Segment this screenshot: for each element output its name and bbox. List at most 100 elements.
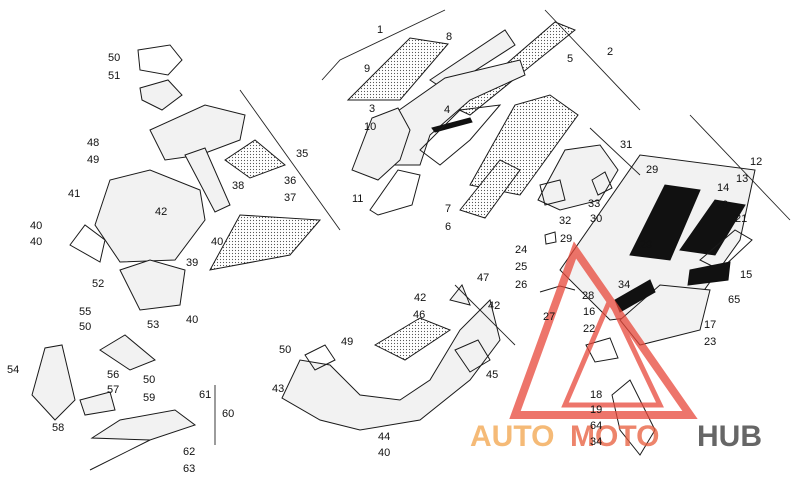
callout-number: 65 — [728, 294, 740, 306]
part-56-cover — [99, 334, 156, 371]
part-4-inner — [419, 104, 502, 166]
callout-number: 64 — [590, 420, 602, 432]
part-52-cover — [139, 79, 183, 111]
callout-number: 50 — [279, 344, 291, 356]
part-4-hood — [384, 59, 526, 166]
part-18-lower — [611, 379, 656, 456]
part-38-bracket — [184, 147, 231, 213]
callout-number: 21 — [735, 213, 747, 225]
callout-number: 58 — [52, 422, 64, 434]
part-37-panel — [209, 214, 322, 271]
leader-lines — [214, 9, 791, 445]
part-46-side — [454, 339, 491, 373]
part-22-bracket — [585, 337, 619, 363]
part-32-bracket — [539, 179, 566, 206]
callout-number: 5 — [567, 53, 573, 65]
callout-number: 16 — [583, 306, 595, 318]
callout-number: 39 — [186, 257, 198, 269]
callout-number: 4 — [444, 104, 450, 116]
callout-number: 35 — [296, 148, 308, 160]
callout-number: 40 — [378, 447, 390, 459]
part-14-decal — [679, 199, 746, 256]
callout-number: 22 — [583, 323, 595, 335]
part-64-rod — [89, 439, 151, 471]
callout-number: 38 — [232, 180, 244, 192]
lower-left-parts — [31, 334, 197, 471]
part-44-pan — [281, 299, 501, 431]
part-58-block — [79, 391, 116, 416]
callout-number: 40 — [211, 236, 223, 248]
callout-number: 7 — [445, 203, 451, 215]
part-55-panel — [31, 344, 76, 421]
front-fairing-assembly — [69, 44, 322, 311]
callout-number: 62 — [183, 446, 195, 458]
part-39-body — [94, 169, 206, 263]
callout-number: 26 — [515, 279, 527, 291]
part-41-side — [69, 224, 106, 263]
part-48-clip — [449, 284, 471, 306]
callout-number: 13 — [736, 173, 748, 185]
callout-number: 45 — [486, 369, 498, 381]
part-3-sidepanel — [351, 107, 411, 181]
callout-number: 18 — [590, 389, 602, 401]
callout-number: 47 — [477, 272, 489, 284]
callout-number: 54 — [7, 364, 19, 376]
part-35-nose — [149, 104, 246, 161]
callout-number: 28 — [582, 290, 594, 302]
callout-number: 40 — [186, 314, 198, 326]
callout-number: 29 — [560, 233, 572, 245]
callout-number: 53 — [147, 319, 159, 331]
callout-number: 40 — [30, 220, 42, 232]
belly-pan-assembly — [281, 284, 501, 431]
callout-number: 2 — [607, 46, 613, 58]
callout-number: 40 — [30, 236, 42, 248]
watermark-moto: MOTO — [570, 420, 659, 453]
callout-number: 60 — [222, 408, 234, 420]
callout-number: 32 — [559, 215, 571, 227]
callout-number: 42 — [414, 292, 426, 304]
part-36-panel — [224, 139, 286, 179]
callout-number: 3 — [369, 103, 375, 115]
callout-number: 44 — [378, 431, 390, 443]
callout-number: 63 — [183, 463, 195, 475]
callout-number: 50 — [79, 321, 91, 333]
callout-number: 49 — [87, 154, 99, 166]
callout-number: 14 — [717, 182, 729, 194]
callout-number: 46 — [413, 309, 425, 321]
part-50-mount — [304, 344, 336, 371]
callout-number: 10 — [364, 121, 376, 133]
callout-number: 43 — [272, 383, 284, 395]
callout-number: 23 — [704, 336, 716, 348]
callout-number: 48 — [87, 137, 99, 149]
callout-number: 34 — [590, 436, 602, 448]
callout-number: 56 — [107, 369, 119, 381]
callout-number: 59 — [143, 392, 155, 404]
part-47-pad — [373, 317, 452, 361]
callout-number: 31 — [620, 139, 632, 151]
callout-number: 42 — [155, 206, 167, 218]
watermark-auto: AUTO — [470, 420, 554, 453]
callout-number: 41 — [68, 188, 80, 200]
callout-number: 57 — [107, 384, 119, 396]
callout-number: 8 — [446, 31, 452, 43]
watermark: AUTO MOTO HUB — [470, 241, 762, 453]
part-24-bolt — [544, 231, 557, 245]
callout-number: 34 — [618, 279, 630, 291]
callout-number: 36 — [284, 175, 296, 187]
callout-number: 33 — [588, 198, 600, 210]
part-13-decal — [629, 184, 701, 261]
hood-assembly — [346, 21, 579, 219]
side-panel-assembly — [539, 154, 756, 456]
callout-number: 27 — [543, 311, 555, 323]
callout-number: 15 — [740, 269, 752, 281]
callout-number: 52 — [92, 278, 104, 290]
callout-number: 61 — [199, 389, 211, 401]
part-61-panel — [90, 409, 197, 441]
callout-number: 30 — [590, 213, 602, 225]
callout-number: 29 — [646, 164, 658, 176]
part-9-panel — [346, 37, 449, 101]
part-53-plate — [119, 259, 186, 311]
callout-number: 19 — [590, 404, 602, 416]
callout-number: 42 — [488, 300, 500, 312]
